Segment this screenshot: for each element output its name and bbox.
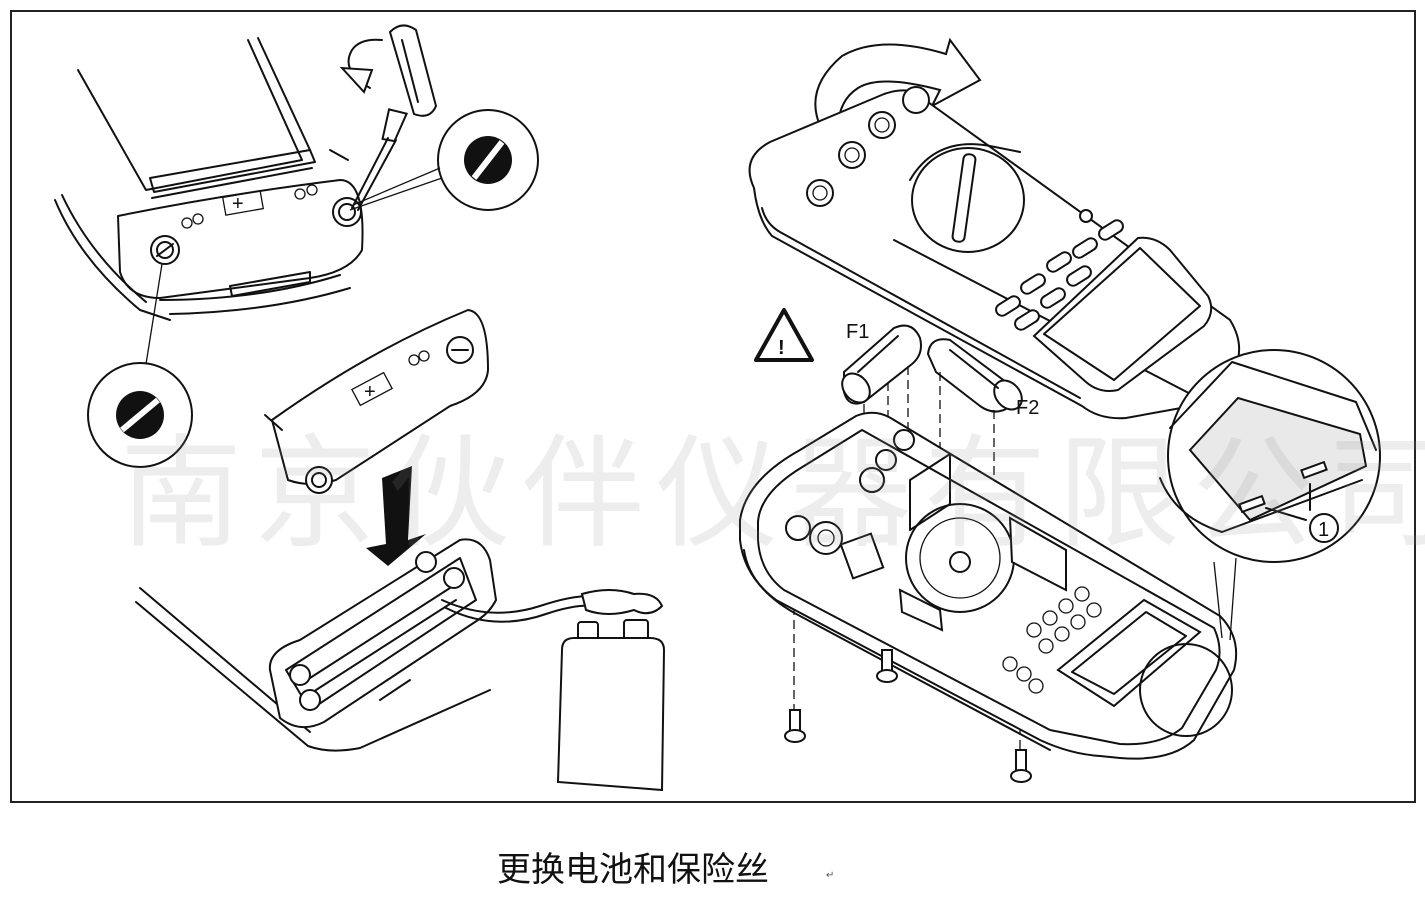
fuse-f1-label: F1 (846, 321, 869, 343)
screw-slot-magnifier-upper (349, 109, 539, 211)
fuse-f1: F1 (841, 321, 922, 405)
fuse-f2-label: F2 (1016, 397, 1039, 419)
front-panel-buttons (995, 209, 1124, 331)
fuse-f2: F2 (926, 338, 1039, 419)
battery-clip-wire (441, 589, 664, 623)
caption-return-mark: ↵ (826, 870, 835, 881)
rotate-arrow-icon (814, 37, 982, 138)
warning-triangle-icon: ! (754, 308, 814, 362)
case-screws (784, 649, 1032, 783)
meter-case-open (739, 411, 1238, 760)
door-screw-left (150, 235, 180, 265)
lock-icon (181, 184, 318, 229)
keypad-contacts (1002, 586, 1102, 694)
warning-symbol: ! (778, 337, 785, 359)
battery-door-removed: + (270, 308, 490, 494)
latch-callout-number: 1 (1318, 519, 1329, 541)
rotate-arrow-icon (339, 38, 383, 94)
9v-battery (556, 619, 666, 792)
door-screw-right (332, 197, 362, 227)
figure-caption: 更换电池和保险丝 (497, 850, 769, 890)
svg-text:+: + (364, 381, 376, 403)
battery-compartment (268, 538, 498, 729)
battery-fuse-replacement-diagram: + + (54, 24, 1381, 792)
latch-magnifier: 1 (1139, 349, 1381, 737)
screw-slot-magnifier-lower (87, 263, 193, 468)
front-panel (748, 86, 1241, 420)
down-arrow-icon (366, 466, 426, 566)
screwdriver-icon (351, 24, 438, 211)
svg-text:+: + (232, 193, 244, 215)
